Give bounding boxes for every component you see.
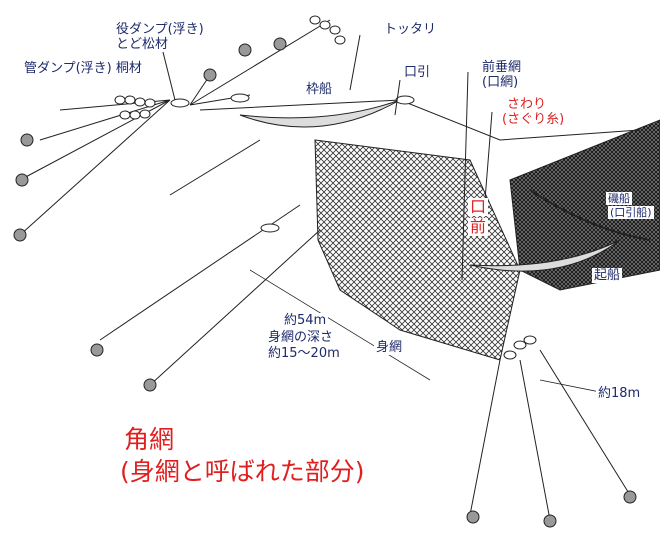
title-kakuami: 角網	[124, 425, 175, 454]
label-maedare: 前垂網	[480, 60, 524, 75]
label-kuchi: 口	[468, 197, 489, 216]
label-depth: 身網の深さ	[266, 330, 336, 345]
label-kuchibiki: 口引	[402, 65, 433, 80]
label-todomatsu: とど松材	[114, 37, 171, 52]
label-length-18m: 約18m	[596, 386, 643, 401]
label-yaku-danpu: 役ダンプ(浮き)	[114, 22, 206, 37]
label-tottari: トッタリ	[382, 22, 439, 37]
title-subtitle: (身網と呼ばれた部分)	[120, 457, 365, 486]
label-sawari: さわり	[505, 97, 549, 112]
label-isobune: 磯船	[606, 192, 632, 205]
label-kuda-danpu: 管ダンプ(浮き) 桐材	[22, 61, 144, 76]
label-saguri: (さぐり糸)	[500, 112, 567, 127]
label-depth-value: 約15～20m	[266, 346, 342, 361]
iso-boat	[529, 189, 651, 241]
label-length-54m: 約54m	[282, 313, 329, 328]
label-kuchiami: (口網)	[480, 75, 521, 90]
label-okoshibune: 起船	[592, 268, 623, 283]
main-net	[314, 139, 521, 361]
label-wakubune: 枠船	[304, 82, 335, 97]
label-mi-ami: 身網	[374, 340, 405, 355]
label-kuchibikibune: (口引船)	[608, 206, 654, 219]
okoshi-boat	[469, 239, 621, 272]
label-mae: 前	[468, 217, 489, 236]
